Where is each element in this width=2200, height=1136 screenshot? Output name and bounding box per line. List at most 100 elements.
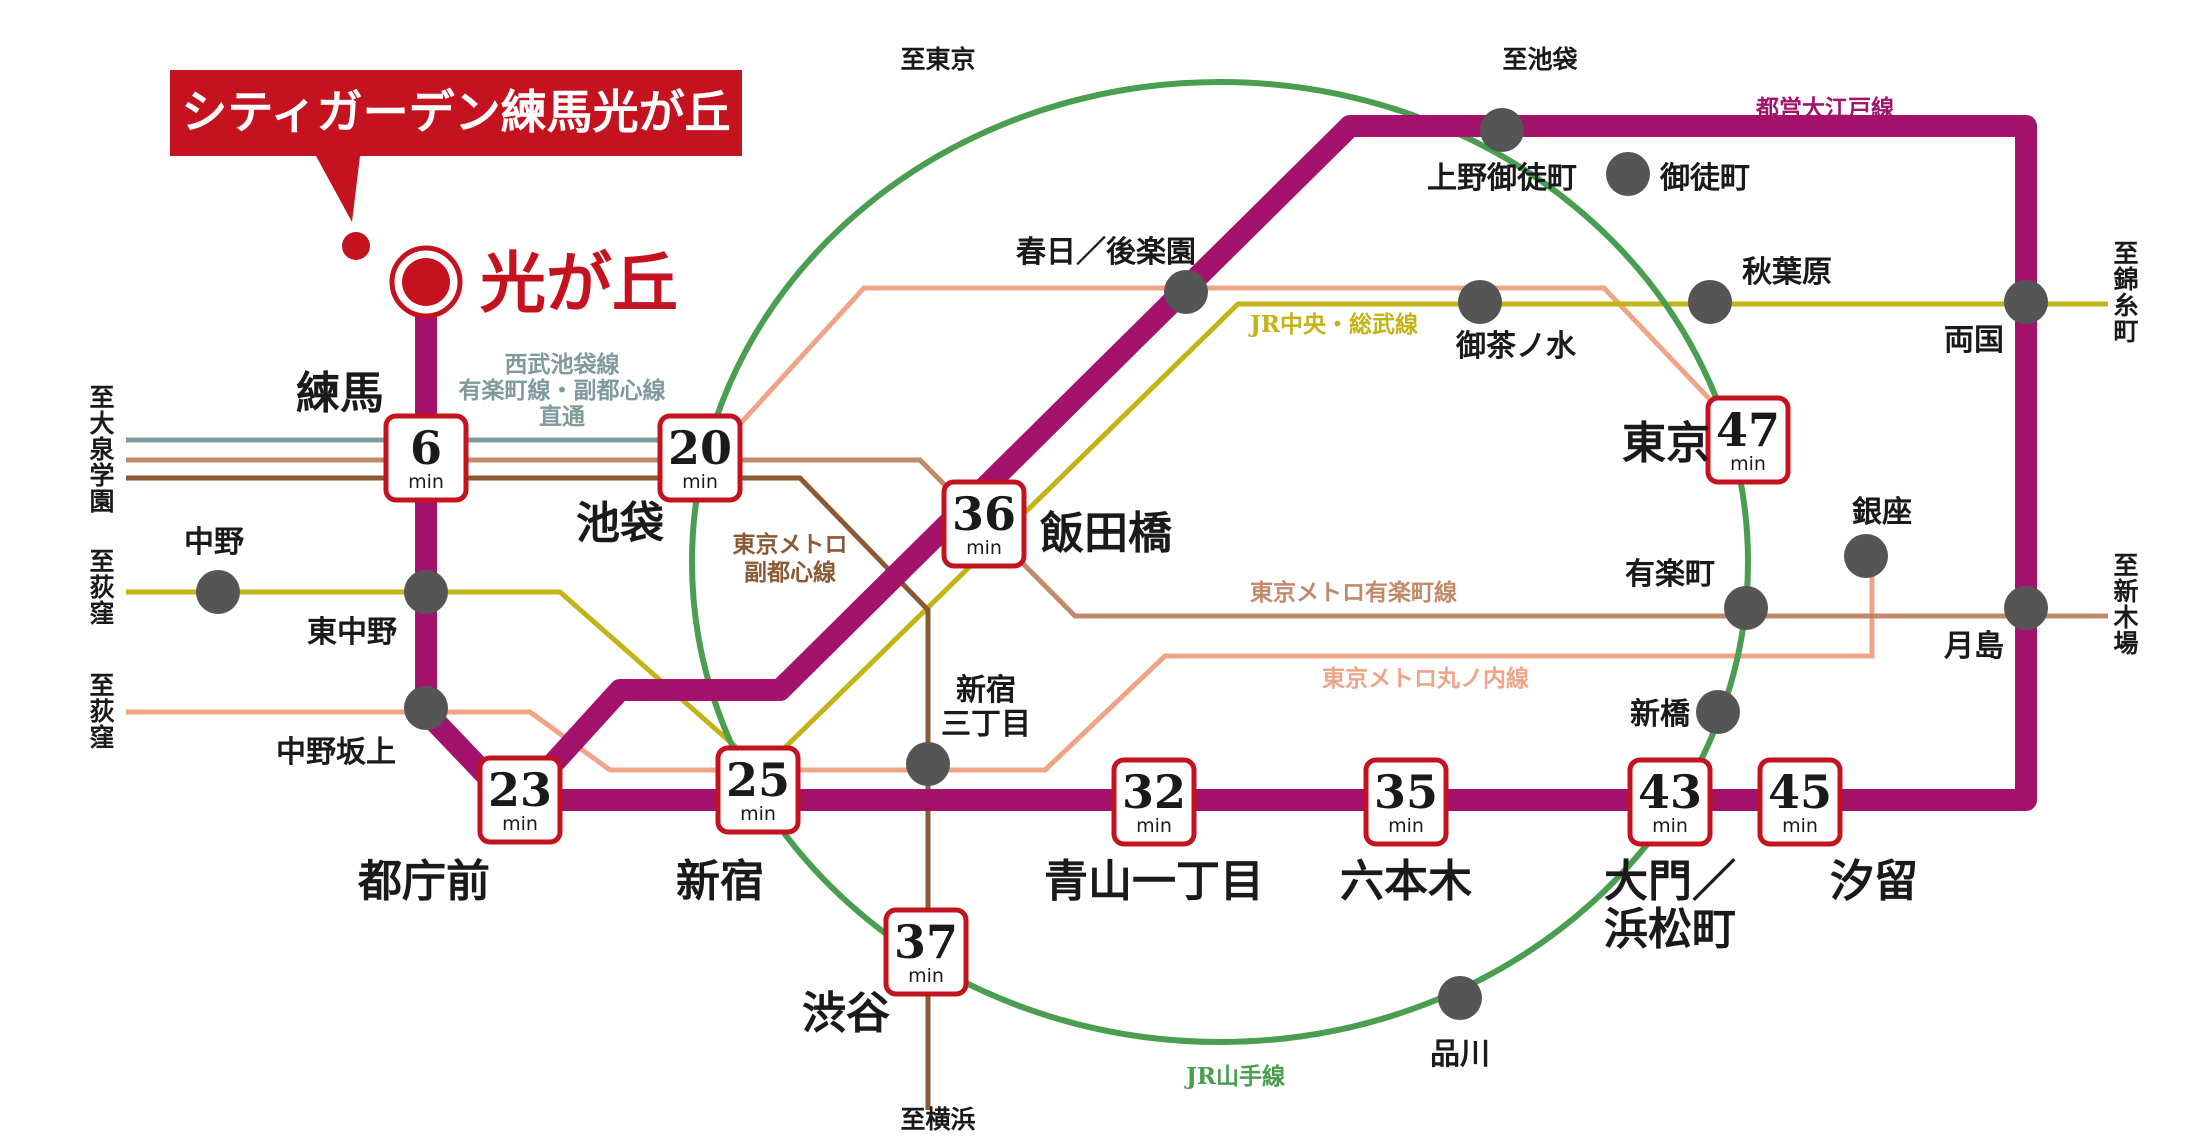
station-dot [196,570,240,614]
dir-to-yokohama: 至横浜 [900,1105,975,1134]
time-box [477,755,563,845]
station-label: 秋葉原 [1742,255,1832,290]
station-dot [1458,280,1502,324]
time-box [715,745,801,835]
time-box [941,479,1027,569]
station-label: 練馬 [296,368,384,419]
station-label: 六本木 [1340,856,1472,907]
time-box [883,907,969,997]
time-minutes: 36 [952,487,1016,541]
station-label: 新宿三丁目 [941,673,1031,742]
dir-to-kinshicho: 至錦糸町 [2113,239,2138,346]
time-box [1111,757,1197,847]
station-dot [1688,280,1732,324]
time-unit: min [740,803,776,825]
label-oedo: 都営大江戸線 [1755,95,1894,122]
dir-to-ogikubo-1: 至荻窪 [89,547,114,628]
station-higashinakano: 東中野 [307,570,448,650]
dir-to-tokyo: 至東京 [900,45,975,74]
time-minutes: 20 [668,421,732,475]
small-stations: 中野東中野中野坂上上野御徒町御徒町春日／後楽園御茶ノ水秋葉原両国銀座有楽町月島新… [184,108,2048,1072]
time-box [1705,395,1791,485]
dir-to-ikebukuro: 至池袋 [1502,45,1578,74]
station-tsukishima: 月島 [1944,586,2048,664]
time-box [657,413,743,503]
station-label: 中野坂上 [276,735,396,770]
label-marunouchi: 東京メトロ丸ノ内線 [1322,665,1529,692]
time-box [383,413,469,503]
station-label: 飯田橋 [1040,508,1172,559]
station-dot [1696,690,1740,734]
home-station-label: 光が丘 [480,244,678,322]
station-ryogoku: 両国 [1944,280,2048,358]
dir-to-ogikubo-2: 至荻窪 [89,671,114,752]
dir-to-oizumi: 至大泉学園 [89,383,114,516]
time-unit: min [966,537,1002,559]
home-station: 光が丘 [389,244,678,322]
station-dot [404,686,448,730]
station-dot [1164,270,1208,314]
label-seibu: 西武池袋線 [505,351,620,378]
time-box [1757,757,1843,847]
label-fukutoshin: 東京メトロ [733,531,848,558]
callout-label: シティガーデン練馬光が丘 [181,85,730,139]
line-yamanote [689,79,1751,1045]
station-label: 汐留 [1830,856,1918,907]
station-nakano: 中野 [184,525,244,614]
time-minutes: 43 [1638,765,1702,819]
station-dot [2004,586,2048,630]
station-label: 青山一丁目 [1044,856,1264,907]
time-minutes: 6 [410,421,442,475]
station-label: 東中野 [307,615,397,650]
time-minutes: 25 [726,753,790,807]
time-unit: min [1730,453,1766,475]
time-unit: min [682,471,718,493]
label-yamanote: JR山手線 [1184,1063,1285,1090]
station-shinagawa: 品川 [1430,976,1490,1072]
line-marunouchi [126,285,1875,773]
station-okachimachi: 御徒町 [1606,152,1750,196]
time-unit: min [1782,815,1818,837]
station-label: 中野 [184,525,244,560]
station-label: 御徒町 [1659,161,1750,196]
station-dot [1606,152,1650,196]
callout: シティガーデン練馬光が丘 [170,70,742,260]
line-oedo [415,115,2037,811]
station-ginza: 銀座 [1844,495,1912,578]
time-minutes: 35 [1374,765,1438,819]
time-unit: min [1388,815,1424,837]
time-minutes: 47 [1716,403,1780,457]
dir-to-shinkiba: 至新木場 [2112,551,2138,658]
station-label: 月島 [1944,629,2004,664]
label-chuo-sobu: JR中央・総武線 [1248,311,1418,338]
time-unit: min [1652,815,1688,837]
station-label: 新宿 [676,856,764,907]
station-yurakucho_st: 有楽町 [1625,557,1768,630]
station-dot [1844,534,1888,578]
label-seibu-2: 有楽町線・副都心線 [459,377,666,404]
time-unit: min [908,965,944,987]
label-fukutoshin-2: 副都心線 [744,559,836,586]
station-dot [1724,586,1768,630]
station-shinjuku3: 新宿三丁目 [906,673,1031,786]
station-label: 品川 [1430,1037,1490,1072]
station-label: 銀座 [1852,495,1912,530]
station-dot [906,742,950,786]
time-minutes: 45 [1768,765,1832,819]
label-seibu-3: 直通 [539,403,585,430]
station-label: 御茶ノ水 [1455,329,1577,364]
label-yurakucho: 東京メトロ有楽町線 [1250,579,1457,606]
station-dot [1438,976,1482,1020]
time-box [1627,757,1713,847]
